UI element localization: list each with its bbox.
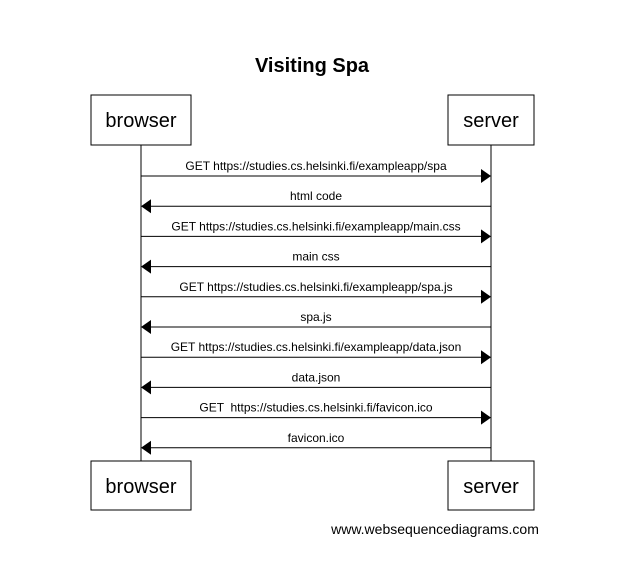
message-label: GET https://studies.cs.helsinki.fi/examp… (171, 340, 462, 354)
message-1: html code (141, 189, 491, 214)
message-arrowhead (481, 229, 491, 244)
message-arrowhead (481, 350, 491, 365)
actor-server-top: server (447, 94, 535, 146)
actor-server-bottom-label: server (463, 476, 519, 498)
message-label: data.json (292, 370, 341, 384)
actor-server-bottom: server (447, 460, 535, 511)
message-label: html code (290, 189, 342, 203)
message-label: GET https://studies.cs.helsinki.fi/favic… (199, 401, 433, 415)
message-arrowhead (481, 410, 491, 425)
message-list: GET https://studies.cs.helsinki.fi/examp… (141, 159, 491, 455)
message-label: GET https://studies.cs.helsinki.fi/examp… (171, 219, 460, 233)
message-3: main css (141, 250, 491, 274)
message-label: spa.js (300, 310, 331, 324)
actor-browser-bottom: browser (90, 460, 192, 511)
watermark-text: www.websequencediagrams.com (330, 521, 539, 537)
message-6: GET https://studies.cs.helsinki.fi/examp… (141, 340, 491, 365)
message-arrowhead (141, 259, 151, 274)
message-7: data.json (141, 370, 491, 395)
actor-browser-top-label: browser (105, 110, 176, 132)
message-label: favicon.ico (288, 431, 345, 445)
message-arrowhead (141, 199, 151, 214)
message-8: GET https://studies.cs.helsinki.fi/favic… (141, 401, 491, 425)
message-label: GET https://studies.cs.helsinki.fi/examp… (185, 159, 447, 173)
message-arrowhead (141, 320, 151, 334)
message-label: main css (292, 250, 339, 264)
message-4: GET https://studies.cs.helsinki.fi/examp… (141, 280, 491, 304)
message-9: favicon.ico (141, 431, 491, 455)
message-arrowhead (481, 169, 491, 183)
message-arrowhead (141, 380, 151, 395)
message-5: spa.js (141, 310, 491, 334)
message-0: GET https://studies.cs.helsinki.fi/examp… (141, 159, 491, 183)
message-arrowhead (141, 440, 151, 455)
message-label: GET https://studies.cs.helsinki.fi/examp… (179, 280, 452, 294)
actor-browser-top: browser (90, 94, 192, 146)
message-arrowhead (481, 289, 491, 304)
message-2: GET https://studies.cs.helsinki.fi/examp… (141, 219, 491, 244)
diagram-title: Visiting Spa (255, 55, 370, 77)
actor-browser-bottom-label: browser (105, 476, 176, 498)
actor-server-top-label: server (463, 110, 519, 132)
